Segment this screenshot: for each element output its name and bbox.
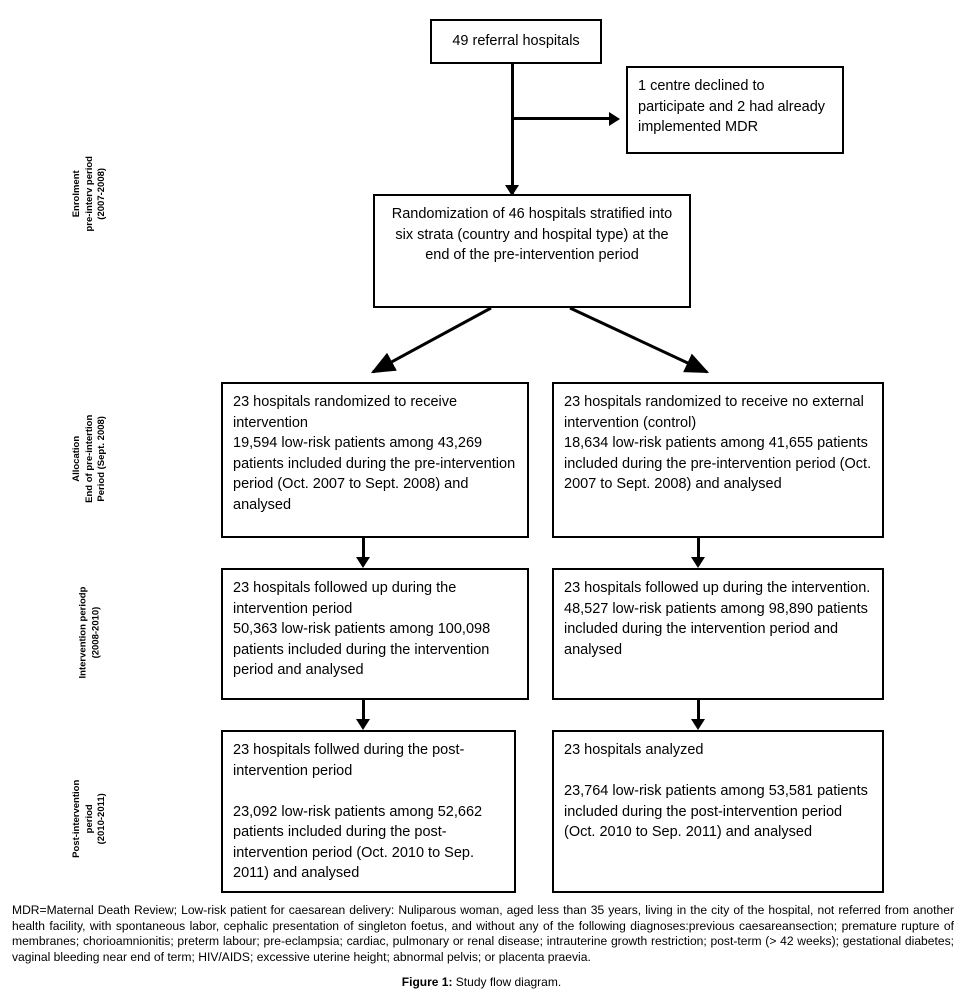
arrow-referral-to-randomization	[505, 185, 519, 196]
connector-alloc-intervention-to-interv	[362, 538, 365, 563]
stage-label-allocation: Allocation End of pre-intertion Period (…	[71, 414, 108, 503]
connector-interv-to-post-intervention	[362, 700, 365, 725]
node-intervention-control[interactable]: 23 hospitals followed up during the inte…	[552, 568, 884, 700]
node-post-intervention-control[interactable]: 23 hospitals analyzed 23,764 low-risk pa…	[552, 730, 884, 893]
arrow-alloc-intervention-to-interv	[356, 557, 370, 568]
connector-referral-to-randomization	[511, 64, 514, 196]
node-excluded-centres[interactable]: 1 centre declined to participate and 2 h…	[626, 66, 844, 154]
node-randomization[interactable]: Randomization of 46 hospitals stratified…	[373, 194, 691, 308]
figure-caption-title: Study flow diagram.	[452, 975, 562, 989]
stage-label-post-intervention: Post-intervention period (2010-2011)	[71, 779, 108, 858]
stage-label-enrolment: Enrolment pre-interv period (2007-2008)	[71, 156, 108, 232]
node-referral-hospitals[interactable]: 49 referral hospitals	[430, 19, 602, 64]
connector-alloc-control-to-interv	[697, 538, 700, 563]
arrow-interv-to-post-control	[691, 719, 705, 730]
footnote-text: MDR=Maternal Death Review; Low-risk pati…	[12, 903, 954, 965]
node-allocation-control[interactable]: 23 hospitals randomized to receive no ex…	[552, 382, 884, 538]
arrow-interv-to-post-intervention	[356, 719, 370, 730]
connector-referral-to-excluded	[511, 117, 616, 120]
figure-caption: Figure 1: Study flow diagram.	[0, 975, 963, 989]
figure-caption-label: Figure 1:	[401, 975, 453, 989]
node-post-intervention-intervention[interactable]: 23 hospitals follwed during the post-int…	[221, 730, 516, 893]
arrow-alloc-control-to-interv	[691, 557, 705, 568]
stage-label-intervention: Intervention periodp (2008-2010)	[77, 586, 101, 679]
arrow-referral-to-excluded	[609, 112, 620, 126]
node-intervention-intervention[interactable]: 23 hospitals followed up during the inte…	[221, 568, 529, 700]
connector-interv-to-post-control	[697, 700, 700, 725]
node-allocation-intervention[interactable]: 23 hospitals randomized to receive inter…	[221, 382, 529, 538]
